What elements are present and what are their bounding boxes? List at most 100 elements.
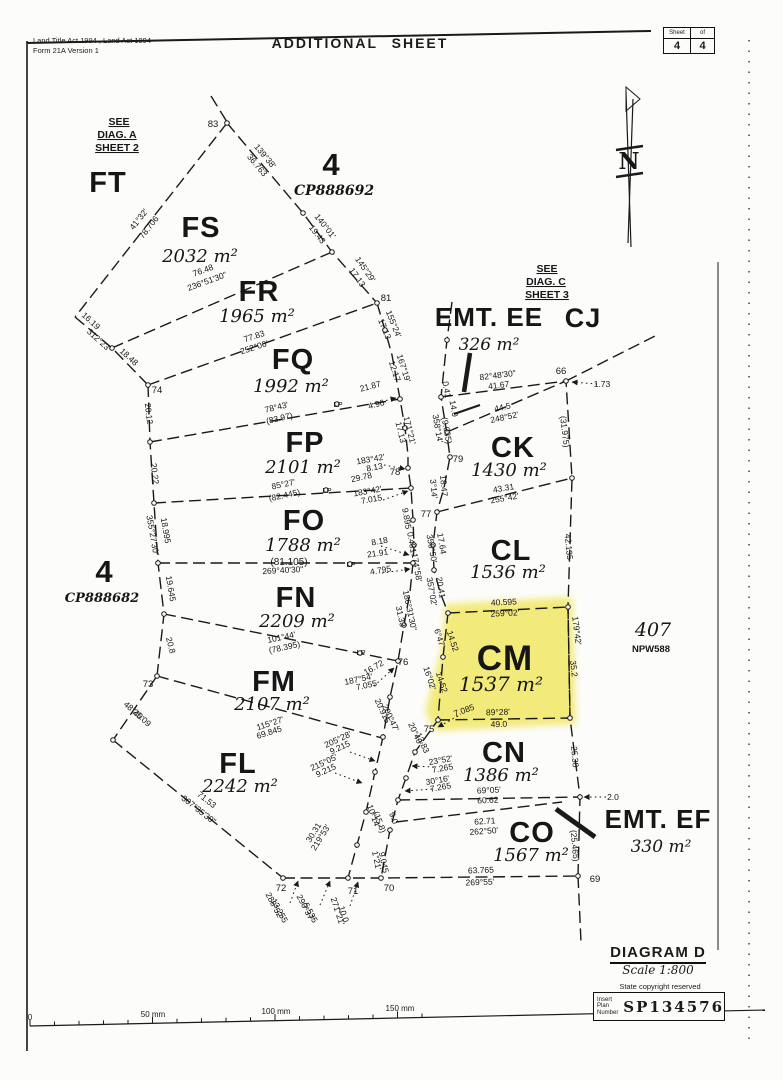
map-label: 2242 m² (201, 776, 278, 797)
survey-point (575, 873, 581, 879)
map-label: 2101 m² (264, 457, 341, 478)
map-label: 62.71 (474, 815, 496, 826)
map-label: 8.13 (365, 461, 383, 474)
survey-point (334, 401, 340, 407)
map-label: 1.73 (594, 379, 611, 389)
survey-point (374, 300, 380, 306)
sheet-total: 4 (690, 38, 714, 53)
survey-point (363, 809, 369, 815)
lot-label-cn: CN (482, 737, 526, 769)
map-label: 41.67 (487, 379, 510, 392)
map-label: 255°42' (489, 491, 519, 506)
map-label: LP (356, 648, 365, 657)
survey-point (280, 875, 286, 881)
map-label: 7.015 (360, 492, 383, 506)
map-label: 0.41 (441, 380, 454, 398)
survey-point (382, 327, 388, 333)
map-label: NPW588 (632, 644, 670, 655)
plan-number: SP134576 (623, 997, 724, 1016)
lot-label-ck: CK (491, 432, 535, 464)
lot-label-fr: FR (239, 276, 280, 308)
lot-cm-highlight (425, 597, 576, 731)
map-label: 44.5 (493, 400, 512, 413)
map-label: 326 m² (459, 335, 520, 355)
map-label: 8.18 (370, 535, 388, 548)
sheet-label: Sheet (669, 30, 685, 36)
survey-point (405, 465, 411, 471)
map-label: 1992 m² (253, 376, 329, 397)
map-label: 358°14' (431, 413, 446, 443)
parcel-boundaries (74, 95, 656, 943)
lot-label-ft: FT (89, 167, 126, 199)
map-label: 35.2 (568, 660, 580, 678)
map-label: 20.41 (434, 576, 448, 599)
lot-label-fm: FM (252, 666, 296, 698)
map-label: 174°58' (410, 552, 425, 582)
survey-point (435, 717, 441, 723)
map-label: 9.045 (377, 851, 391, 874)
map-label: 77 (421, 509, 432, 520)
sheet-of-label: of (690, 28, 714, 38)
survey-point (412, 749, 418, 755)
map-label: 179°42' (570, 616, 583, 646)
map-label: 17.64 (435, 532, 449, 555)
map-label: 21.87 (359, 378, 382, 393)
survey-point (145, 382, 151, 388)
map-label: 269°40'30" (262, 564, 304, 576)
map-label: 73 (143, 679, 154, 690)
map-label: 356°50' (425, 533, 440, 563)
map-label: 1537 m² (459, 672, 543, 696)
survey-point (563, 378, 569, 384)
map-label: 21.91 (366, 547, 389, 560)
survey-point (161, 611, 167, 617)
map-label: 330 m² (631, 837, 692, 857)
survey-point (438, 394, 444, 400)
map-label: 25.09 (131, 707, 154, 729)
map-label: 7.265 (431, 761, 454, 775)
map-label: SHEET 2 (95, 142, 139, 154)
map-label: 407 (634, 619, 672, 641)
map-label: 83 (208, 119, 219, 130)
scale-bar-zero: 0 (28, 1013, 33, 1022)
map-label: 1536 m² (470, 562, 546, 583)
page-title: ADDITIONAL SHEET (271, 35, 449, 51)
survey-point (378, 875, 384, 881)
map-label: 4 (95, 554, 113, 589)
map-label: 259°02' (490, 607, 520, 619)
map-label: (81.105) (270, 557, 307, 568)
survey-point (155, 560, 161, 566)
act-line: Land Title Act 1994 , Land Act 1994 (33, 36, 152, 45)
survey-point (430, 542, 436, 548)
map-label: 357°02' (425, 576, 440, 606)
map-label: 20.12 (143, 402, 156, 425)
map-label: 23°52' (428, 753, 454, 767)
map-label: 18.995 (159, 517, 173, 545)
lot-label-fq: FQ (272, 344, 314, 376)
survey-point (565, 604, 571, 610)
survey-point (410, 560, 416, 566)
map-label: 2032 m² (161, 246, 238, 267)
map-label: (31.975) (558, 415, 572, 448)
frame-and-symbols (26, 30, 766, 1051)
survey-point (147, 439, 153, 445)
survey-point (329, 249, 335, 255)
lot-label-fs: FS (181, 212, 220, 244)
map-label: 82°48'30" (479, 368, 516, 382)
leader-arrows (289, 379, 606, 907)
form-line: Form 21A Version 1 (33, 46, 99, 55)
map-label: 1965 m² (219, 306, 295, 327)
survey-point (444, 429, 450, 435)
easement-ee-mark (453, 352, 481, 415)
diagram-title-text: DIAGRAM D (610, 944, 706, 964)
map-label: DIAG. C (526, 276, 566, 288)
lot-label-fo: FO (283, 505, 325, 537)
survey-point (347, 561, 353, 567)
survey-point (387, 694, 393, 700)
survey-point (395, 797, 401, 803)
map-label: 70 (384, 883, 395, 894)
map-label: CP888682 (65, 591, 139, 606)
survey-point (345, 875, 351, 881)
map-label: 31.33 (394, 605, 408, 628)
